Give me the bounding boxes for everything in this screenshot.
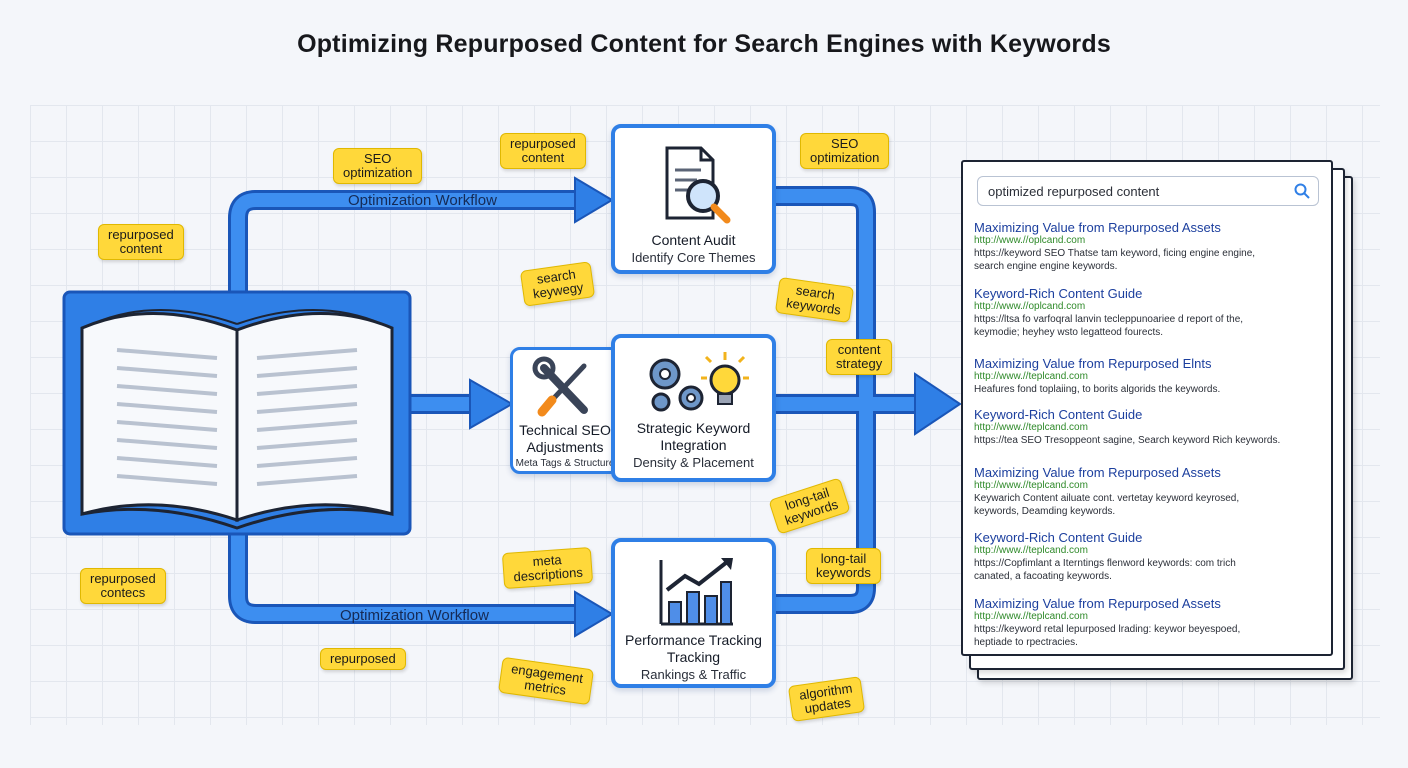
result-title[interactable]: Maximizing Value from Repurposed Elnts	[974, 356, 1212, 371]
card-title-line2: Adjustments	[526, 439, 604, 455]
card-subtitle: Rankings & Traffic	[640, 667, 747, 682]
search-icon[interactable]	[1294, 183, 1310, 199]
result-url: http://www.//oplcand.com	[974, 235, 1086, 246]
workflow-label-bottom: Optimization Workflow	[340, 607, 489, 624]
search-result[interactable]: Keyword-Rich Content Guide http://www.//…	[974, 286, 1326, 339]
card-title-line1: Strategic Keyword	[636, 420, 751, 436]
tag-long-tail-keywords: long-tail keywords	[806, 548, 881, 584]
open-book-illustration	[62, 288, 412, 548]
tag-repurposed-contecs: repurposed contecs	[80, 568, 166, 604]
result-snippet: https://keyword SEO Thatse tam keyword, …	[974, 248, 1256, 259]
result-title[interactable]: Maximizing Value from Repurposed Assets	[974, 596, 1221, 611]
card-subtitle: Meta Tags & Structure	[515, 458, 615, 469]
gears-lightbulb-icon	[649, 352, 749, 412]
card-performance-tracking[interactable]: Performance Tracking Tracking Rankings &…	[611, 538, 776, 688]
tag-seo-optimization: SEO optimization	[800, 133, 890, 169]
result-title[interactable]: Keyword-Rich Content Guide	[974, 286, 1143, 301]
card-strategic-keyword[interactable]: Strategic Keyword Integration Density & …	[611, 334, 776, 482]
tag-seo-optimization: SEO optimization	[333, 148, 423, 184]
wrench-screwdriver-icon	[532, 356, 588, 417]
result-title[interactable]: Keyword-Rich Content Guide	[974, 407, 1143, 422]
result-snippet: https://Copfimlant a Iterntings flenword…	[974, 558, 1236, 569]
search-result[interactable]: Keyword-Rich Content Guide http://www.//…	[974, 407, 1326, 447]
search-result[interactable]: Maximizing Value from Repurposed Assets …	[974, 596, 1326, 649]
page-title: Optimizing Repurposed Content for Search…	[297, 30, 1111, 58]
result-title[interactable]: Keyword-Rich Content Guide	[974, 530, 1143, 545]
search-input[interactable]: optimized repurposed content	[977, 176, 1319, 206]
workflow-label-top: Optimization Workflow	[348, 192, 497, 209]
card-title-line2: Integration	[660, 437, 727, 453]
search-results-window: optimized repurposed content Maximizing …	[961, 160, 1333, 656]
tag-repurposed-content: repurposed content	[500, 133, 586, 169]
arrow-to-technical	[469, 378, 515, 430]
tag-content-strategy: content strategy	[826, 339, 893, 375]
arrow-to-tracking	[574, 590, 614, 638]
search-result[interactable]: Maximizing Value from Repurposed Assets …	[974, 465, 1326, 518]
search-result[interactable]: Keyword-Rich Content Guide http://www.//…	[974, 530, 1326, 583]
result-title[interactable]: Maximizing Value from Repurposed Assets	[974, 220, 1221, 235]
tag-repurposed-content: repurposed content	[98, 224, 184, 260]
result-snippet: https://keyword retal lepurposed lrading…	[974, 624, 1241, 635]
result-url: http://www.//teplcand.com	[974, 545, 1088, 556]
card-title-line2: Tracking	[666, 649, 721, 665]
card-subtitle: Density & Placement	[633, 455, 754, 470]
arrow-to-serp	[914, 372, 962, 436]
card-title-line1: Technical SEO	[519, 422, 611, 438]
result-snippet: keymodie; heyhey wsto legatteod fourects…	[974, 327, 1163, 338]
result-snippet: canated, a facoating keywords.	[974, 571, 1112, 582]
arrow-to-audit	[574, 176, 614, 224]
result-snippet: https://ltsa fo varfoqral lanvin teclepp…	[974, 314, 1244, 325]
card-technical-seo[interactable]: Technical SEO Adjustments Meta Tags & St…	[510, 347, 620, 474]
card-title: Content Audit	[651, 232, 736, 248]
tag-repurposed: repurposed	[320, 648, 406, 670]
result-snippet: keywords, Deamding keywords.	[974, 506, 1116, 517]
result-snippet: heptiade to rpectracies.	[974, 637, 1078, 648]
result-title[interactable]: Maximizing Value from Repurposed Assets	[974, 465, 1221, 480]
result-url: http://www.//teplcand.com	[974, 611, 1088, 622]
result-snippet: search engine engine keywords.	[974, 261, 1118, 272]
card-subtitle: Identify Core Themes	[631, 250, 756, 265]
card-content-audit[interactable]: Content Audit Identify Core Themes	[611, 124, 776, 274]
search-result[interactable]: Maximizing Value from Repurposed Assets …	[974, 220, 1326, 273]
result-url: http://www.//oplcand.com	[974, 301, 1086, 312]
card-title-line1: Performance Tracking	[625, 632, 762, 648]
result-snippet: Keywarich Content ailuate cont. vertetay…	[974, 493, 1240, 504]
bar-chart-trend-icon	[659, 558, 733, 626]
tag-meta-descriptions: meta descriptions	[501, 546, 594, 590]
result-url: http://www.//teplcand.com	[974, 371, 1088, 382]
result-snippet: https://tea SEO Tresoppeont sagine, Sear…	[974, 435, 1281, 446]
search-result[interactable]: Maximizing Value from Repurposed Elnts h…	[974, 356, 1326, 396]
result-url: http://www.//teplcand.com	[974, 480, 1088, 491]
result-snippet: Heafures fond toplaiing, to borits algor…	[974, 384, 1221, 395]
document-magnifier-icon	[665, 146, 730, 224]
book-icon	[62, 290, 412, 536]
search-query: optimized repurposed content	[988, 184, 1160, 199]
result-url: http://www.//teplcand.com	[974, 422, 1088, 433]
